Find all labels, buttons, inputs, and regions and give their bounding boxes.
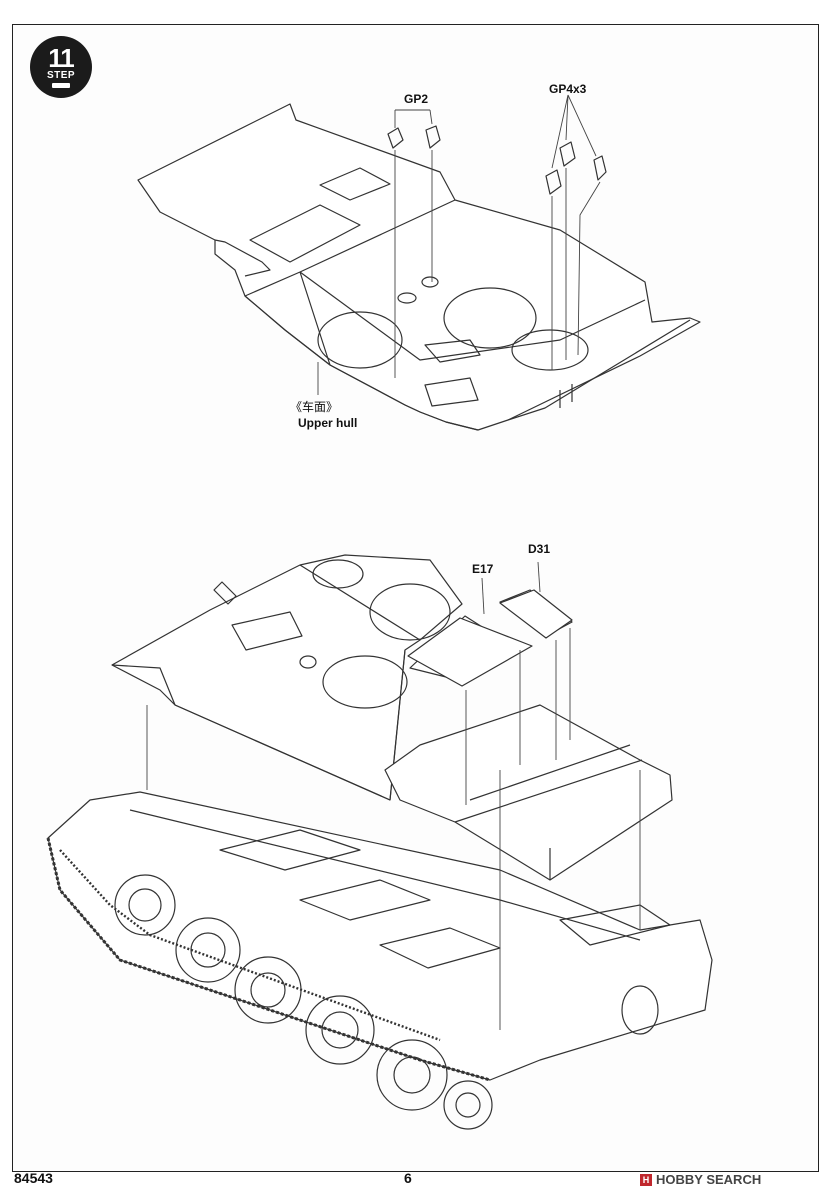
step-number: 11 [48, 43, 74, 73]
page-number: 6 [404, 1170, 412, 1186]
upper-hull-drawing [137, 103, 701, 431]
watermark-text: HOBBY SEARCH [656, 1172, 762, 1187]
hobby-search-logo-icon: H [640, 1173, 652, 1186]
label-gp2: GP2 [404, 92, 429, 106]
tank-icon [52, 83, 70, 88]
watermark: H HOBBY SEARCH [640, 1172, 761, 1187]
label-upper-hull-cn: 《车面》 [290, 400, 339, 414]
label-e17: E17 [472, 562, 494, 576]
label-upper-hull: Upper hull [298, 416, 358, 430]
lower-leader-lines [146, 561, 641, 1030]
label-gp4x3: GP4x3 [549, 82, 587, 96]
product-code: 84543 [14, 1170, 53, 1186]
step-word: STEP [46, 70, 76, 81]
upper-leader-lines [317, 94, 601, 395]
step-badge: 11 STEP [30, 36, 92, 98]
label-d31: D31 [528, 542, 551, 556]
hull-assembly-drawing [46, 554, 713, 1130]
